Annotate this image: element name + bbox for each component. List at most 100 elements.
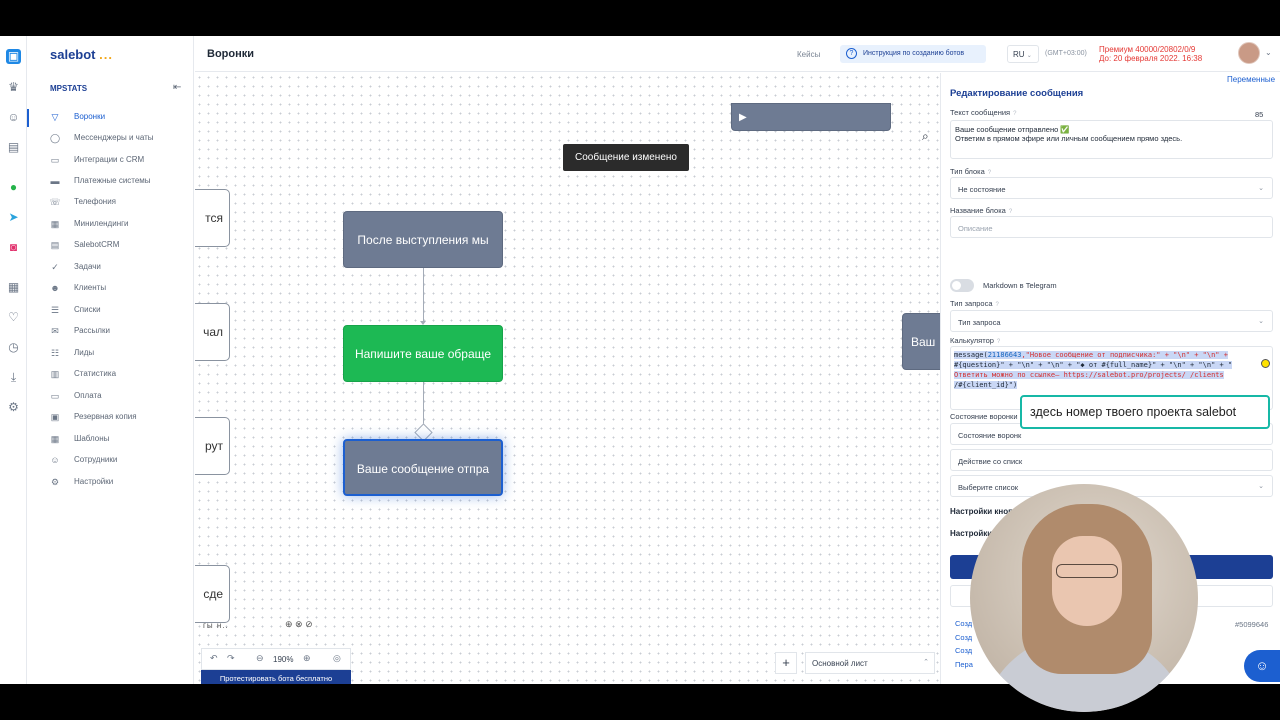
bag-icon[interactable]: ▤ xyxy=(7,140,20,154)
heart-icon[interactable]: ♡ xyxy=(8,310,19,324)
clock-icon[interactable]: ◷ xyxy=(8,340,19,354)
download-icon[interactable]: ⤓ xyxy=(10,370,17,384)
block-name-label: Название блока? xyxy=(950,206,1013,215)
language-select[interactable]: RU ⌄ xyxy=(1007,45,1039,63)
gear-icon[interactable]: ⚙ xyxy=(8,400,19,414)
block-type-label: Тип блока? xyxy=(950,167,992,176)
app-rail: ▣ ♛ ☺ ▤ ● ➤ ◙ ▦ ♡ ◷ ⤓ ⚙ xyxy=(0,36,27,684)
toast-message: Сообщение изменено xyxy=(563,144,689,171)
help-icon: ? xyxy=(987,170,992,176)
presenter-face xyxy=(1052,536,1122,626)
sidebar-item-payments[interactable]: ▬ Платежные системы xyxy=(50,176,151,186)
collapse-sidebar-icon[interactable]: ⇤ xyxy=(173,82,182,93)
help-icon: ? xyxy=(995,302,999,308)
sidebar-item-telephony[interactable]: ☏ Телефония xyxy=(49,197,116,207)
funnel-node-green[interactable]: Напишите ваше обраще xyxy=(343,325,503,382)
help-icon: ? xyxy=(846,48,857,59)
robot-icon: ☺ xyxy=(1255,658,1269,673)
canvas-tool-icons[interactable]: ⊕ ⊗ ⊘ xyxy=(285,619,313,629)
markdown-label: Markdown в Telegram xyxy=(983,281,1057,290)
calculator-textarea[interactable]: message(21186643,"Новое сообщение от под… xyxy=(950,346,1273,410)
block-name-input[interactable]: Описание xyxy=(950,216,1273,238)
zoom-out-icon[interactable]: ⊖ xyxy=(256,653,264,663)
test-bot-button[interactable]: Протестировать бота бесплатно xyxy=(201,670,351,684)
sidebar-item-leads[interactable]: ☷ Лиды xyxy=(50,348,95,358)
markdown-toggle[interactable] xyxy=(950,279,974,292)
instructions-button[interactable]: ? Инструкция по созданию ботов xyxy=(840,45,986,63)
canvas-mini-text: гы н.. xyxy=(203,621,229,630)
instagram-icon[interactable]: ◙ xyxy=(9,240,18,254)
billing-icon: ▭ xyxy=(50,391,60,401)
top-bar: Воронки Кейсы ? Инструкция по созданию б… xyxy=(195,36,1280,72)
whatsapp-icon[interactable]: ● xyxy=(9,180,18,194)
message-textarea[interactable]: Ваше сообщение отправлено ✅ Ответим в пр… xyxy=(950,120,1273,159)
chevron-down-icon[interactable]: ⌄ xyxy=(1265,48,1272,57)
zoom-in-icon[interactable]: ⊕ xyxy=(303,653,311,663)
variables-link[interactable]: Переменные xyxy=(1227,75,1276,84)
funnel-node-partial[interactable]: рут xyxy=(195,417,230,475)
crown-icon[interactable]: ♛ xyxy=(8,80,19,94)
chevron-down-icon: ⌄ xyxy=(1258,185,1264,192)
fit-icon[interactable]: ◎ xyxy=(333,653,341,663)
sidebar-item-landings[interactable]: ▦ Минилендинги xyxy=(50,219,129,229)
sidebar-item-lists[interactable]: ☰ Списки xyxy=(50,305,101,315)
sidebar-item-clients[interactable]: ☻ Клиенты xyxy=(50,283,107,293)
integration-icon: ▭ xyxy=(50,155,60,165)
sidebar-item-statistics[interactable]: ▥ Статистика xyxy=(50,369,117,379)
list-action-select[interactable]: Действие со списк xyxy=(950,449,1273,471)
zoom-row: ↶ ↷ ⊖ 190% ⊕ ◎ xyxy=(201,648,351,670)
block-type-select[interactable]: Не состояние ⌄ xyxy=(950,177,1273,199)
help-icon: ? xyxy=(1013,111,1017,117)
sidebar-item-settings[interactable]: ⚙ Настройки xyxy=(50,477,114,487)
app-window: ▣ ♛ ☺ ▤ ● ➤ ◙ ▦ ♡ ◷ ⤓ ⚙ salebot ... MPST… xyxy=(0,36,1280,684)
created-link[interactable]: Пера xyxy=(955,660,973,669)
created-link[interactable]: Созд xyxy=(955,633,973,642)
backup-icon: ▣ xyxy=(50,412,60,422)
block-id: #5099646 xyxy=(1235,620,1269,629)
buttons-settings-accordion[interactable]: Настройки кнопок xyxy=(950,507,1022,516)
calculator-label: Калькулятор? xyxy=(950,336,1001,345)
search-icon[interactable]: ⌕ xyxy=(922,129,929,143)
telegram-icon[interactable]: ➤ xyxy=(8,210,19,224)
funnel-node[interactable]: После выступления мы xyxy=(343,211,503,268)
add-sheet-button[interactable]: + xyxy=(775,652,797,674)
funnel-node-top[interactable]: ▶ xyxy=(731,103,891,131)
cases-link[interactable]: Кейсы xyxy=(797,50,821,59)
redo-icon[interactable]: ↷ xyxy=(227,653,235,663)
grid-icon[interactable]: ▦ xyxy=(7,280,20,294)
smile-icon[interactable]: ☺ xyxy=(7,110,20,124)
request-type-select[interactable]: Тип запроса ⌄ xyxy=(950,310,1273,332)
sidebar-item-templates[interactable]: ▦ Шаблоны xyxy=(50,434,110,444)
sidebar-item-crm-integrations[interactable]: ▭ Интеграции с CRM xyxy=(50,155,145,165)
funnel-node-selected[interactable]: Ваше сообщение отпра xyxy=(343,439,503,496)
premium-status[interactable]: Премиум 40000/20802/0/9 До: 20 февраля 2… xyxy=(1099,45,1203,63)
bot-chat-button[interactable]: ☺ xyxy=(1244,650,1280,682)
funnel-canvas[interactable]: ▶ Сообщение изменено ⌕ тся чал рут сде П… xyxy=(195,73,940,684)
webcam-overlay xyxy=(970,484,1198,712)
sidebar-item-funnels[interactable]: ▽ Воронки xyxy=(27,109,193,127)
user-avatar[interactable] xyxy=(1238,42,1260,64)
funnel-node-partial[interactable]: чал xyxy=(195,303,230,361)
sheet-select[interactable]: Основной лист ⌃ xyxy=(805,652,935,674)
funnel-node-partial[interactable]: сде xyxy=(195,565,230,623)
funnel-node-partial-right[interactable]: Ваш xyxy=(902,313,940,370)
dashboard-icon[interactable]: ▣ xyxy=(6,49,21,64)
message-label: Текст сообщения? xyxy=(950,108,1017,117)
sidebar-item-tasks[interactable]: ✓ Задачи xyxy=(27,259,193,277)
sidebar-item-billing[interactable]: ▭ Оплата xyxy=(50,391,102,401)
chevron-up-icon: ⌃ xyxy=(923,659,929,666)
sidebar-item-backup[interactable]: ▣ Резервная копия xyxy=(50,412,137,422)
zoom-controls: ↶ ↷ ⊖ 190% ⊕ ◎ Протестировать бота беспл… xyxy=(201,648,351,684)
sidebar-item-staff[interactable]: ☺ Сотрудники xyxy=(50,455,118,465)
created-link[interactable]: Созд xyxy=(955,619,973,628)
undo-icon[interactable]: ↶ xyxy=(210,653,218,663)
panel-title: Редактирование сообщения xyxy=(950,88,1084,99)
created-link[interactable]: Созд xyxy=(955,646,973,655)
crm-icon: ▤ xyxy=(50,240,60,250)
sidebar-item-mailings[interactable]: ✉ Рассылки xyxy=(27,323,193,341)
funnel-node-partial[interactable]: тся xyxy=(195,189,230,247)
clients-icon: ☻ xyxy=(50,283,60,293)
sheet-bar: + Основной лист ⌃ xyxy=(775,652,935,674)
sidebar-item-salebotcrm[interactable]: ▤ SalebotCRM xyxy=(50,240,120,250)
sidebar-item-messengers[interactable]: ◯ Мессенджеры и чаты xyxy=(49,133,154,143)
